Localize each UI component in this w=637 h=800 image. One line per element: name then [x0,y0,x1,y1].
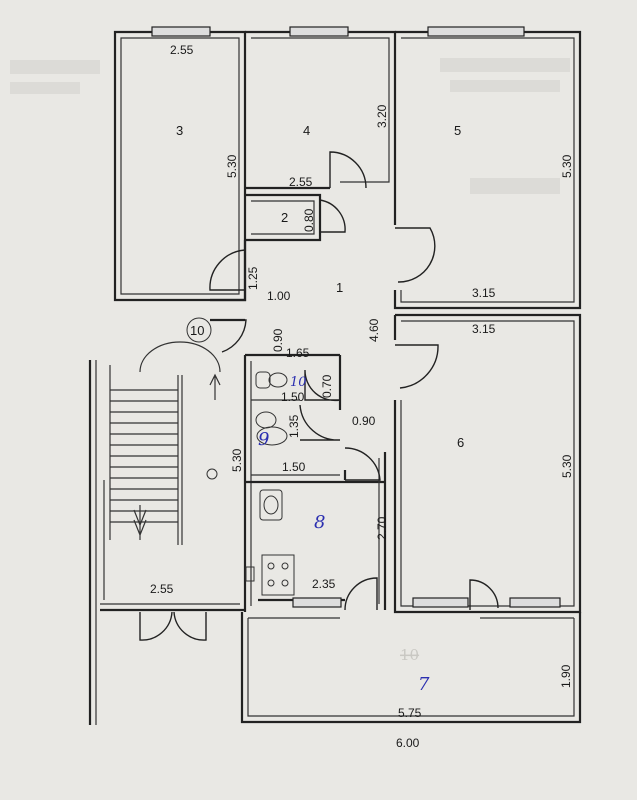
dim-hall-height: 4.60 [367,318,381,342]
kitchen-sink-icon [259,489,283,521]
room-7-struck-label: 10 [400,646,419,664]
door-room-6 [395,344,439,389]
dim-kitchen-width: 2.35 [312,577,336,591]
window-room-6-left [412,597,469,608]
room-10-handwritten: 10 [290,375,307,390]
window-room-5 [427,26,525,37]
stove-icon [261,554,295,596]
dim-room3-height: 5.30 [225,154,239,178]
dim-balcony-outer: 6.00 [396,736,420,750]
window-room-6-right [509,597,561,608]
dim-stair-width: 2.55 [150,582,174,596]
window-room-4 [289,26,349,37]
dim-wc-150: 1.50 [281,390,305,404]
room-4-label: 4 [303,123,310,138]
meter-box-icon [245,566,255,582]
stair-marker-circle [186,317,212,343]
door-entrance [210,319,247,353]
dim-room6-height: 5.30 [560,454,574,478]
door-stair-entry [139,611,207,641]
dim-mid-090: 0.90 [352,414,376,428]
dim-hall-left: 1.25 [246,266,260,290]
window-room-3 [151,26,211,37]
door-wc [304,369,341,402]
bathtub-icon [256,426,288,446]
door-balcony-room6 [469,579,499,610]
room-7-handwritten: 7 [418,674,430,695]
room-9-handwritten: 9 [258,429,269,450]
dim-bath-135: 1.35 [287,414,301,438]
dim-stair-height: 5.30 [230,448,244,472]
doors [139,151,499,641]
door-room-2 [319,199,346,233]
dim-wc-070: 0.70 [320,374,334,398]
dim-room2-height: 0.80 [302,208,316,232]
windows [151,26,561,608]
dim-room5-height: 5.30 [560,154,574,178]
window-kitchen [292,597,342,608]
dim-room5-width: 3.15 [472,286,496,300]
door-kitchen [344,447,381,481]
room-1-label: 1 [336,280,343,295]
dim-hall-width: 1.00 [267,289,291,303]
dim-balcony-depth: 1.90 [559,664,573,688]
stair-marker-label: 10 [190,323,204,338]
door-room-4 [329,151,367,189]
fixtures [245,371,295,596]
toilet-icon [255,371,271,389]
dim-room6-width: 3.15 [472,322,496,336]
dim-corridor-165: 1.65 [286,346,310,360]
staircase [109,341,221,545]
room-labels: 1 2 3 4 5 6 10 7 8 9 10 10 [176,123,464,695]
door-bath [299,404,341,441]
room-8-handwritten: 8 [314,512,325,533]
room-5-label: 5 [454,123,461,138]
dim-bath-150: 1.50 [282,460,306,474]
dimension-labels: 2.55 5.30 3.20 2.55 0.80 5.30 1.25 1.00 … [150,43,574,750]
door-balcony-kitchen [344,577,378,611]
dim-corridor-090: 0.90 [271,328,285,352]
room-6-label: 6 [457,435,464,450]
toilet-bowl-icon [268,372,288,388]
room-2-label: 2 [281,210,288,225]
dim-room4-width: 2.55 [289,175,313,189]
kitchen-sink-basin-icon [263,495,279,515]
door-room-3 [209,249,246,291]
dim-room4-height: 3.20 [375,104,389,128]
dim-top-left: 2.55 [170,43,194,57]
door-room-5 [395,227,436,283]
room-3-label: 3 [176,123,183,138]
dim-balcony-inner: 5.75 [398,706,422,720]
dim-kitchen-height: 2.70 [375,516,389,540]
